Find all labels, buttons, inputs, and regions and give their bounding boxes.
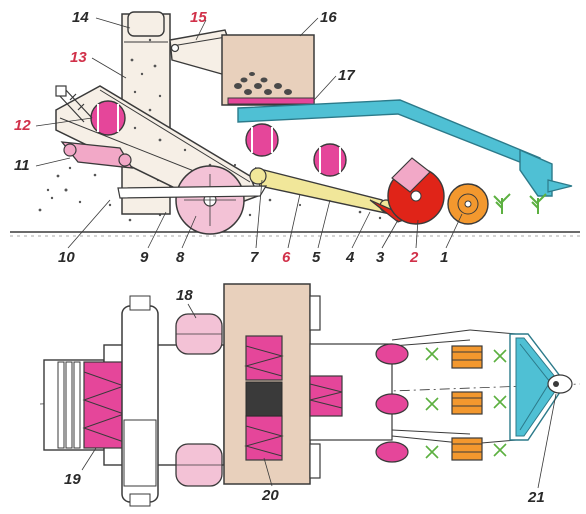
label-21: 21: [527, 489, 545, 506]
top-view-labels: 18 19 20 21: [64, 287, 545, 506]
label-18: 18: [176, 287, 193, 304]
side-view: 1 2 3 4 5 6 7 8 9 10 11 12 13 14 15 16 1…: [10, 9, 580, 266]
label-1: 1: [440, 249, 448, 266]
top-view: 18 19 20 21: [39, 283, 581, 507]
label-9: 9: [140, 249, 149, 266]
ground-surface: [10, 231, 580, 237]
label-13: 13: [70, 49, 87, 66]
label-17: 17: [338, 67, 355, 84]
green-seedling-icon: [529, 193, 547, 214]
frame-bar: [117, 185, 268, 199]
hitch-frame-top: [509, 333, 573, 441]
lattice-arm: [55, 85, 93, 123]
crop-plants: [493, 193, 547, 214]
hitch-drawbar: [237, 99, 573, 197]
label-10: 10: [58, 249, 75, 266]
main-wheel: [175, 165, 245, 235]
label-2: 2: [409, 249, 419, 266]
label-8: 8: [176, 249, 185, 266]
label-16: 16: [320, 9, 337, 26]
label-14: 14: [72, 9, 89, 26]
label-11: 11: [14, 157, 30, 174]
green-seedling-icon: [425, 347, 439, 361]
track-unit: [121, 295, 159, 507]
top-view-leaders: [81, 303, 557, 489]
side-view-leaders: [35, 17, 463, 249]
side-view-labels: 1 2 3 4 5 6 7 8 9 10 11 12 13 14 15 16 1…: [14, 9, 448, 266]
green-seedling-icon: [425, 397, 439, 411]
label-7: 7: [250, 249, 259, 266]
red-disc: [387, 157, 445, 225]
hopper: [221, 34, 315, 106]
rear-rollers: [57, 361, 126, 449]
label-20: 20: [261, 487, 279, 504]
label-6: 6: [282, 249, 291, 266]
pink-separator: [60, 141, 134, 169]
label-4: 4: [345, 249, 355, 266]
crop-plants-top: [425, 347, 507, 459]
front-rollers: [375, 343, 409, 463]
green-seedling-icon: [493, 443, 507, 457]
label-12: 12: [14, 117, 31, 134]
label-19: 19: [64, 471, 81, 488]
label-3: 3: [376, 249, 385, 266]
pink-roller-mid: [245, 123, 279, 157]
pink-conveyors-top: [244, 335, 343, 461]
label-5: 5: [312, 249, 321, 266]
green-seedling-icon: [493, 193, 511, 214]
label-15: 15: [190, 9, 207, 26]
orange-units: [451, 345, 483, 461]
wheel-bottom: [175, 443, 223, 487]
green-seedling-icon: [493, 349, 507, 363]
pink-roller-front: [313, 143, 347, 177]
pink-roller-top: [90, 100, 126, 136]
orange-disc: [447, 183, 489, 225]
green-seedling-icon: [493, 395, 507, 409]
wheel-18: [175, 313, 223, 355]
hopper-floor-conveyor: [227, 97, 315, 105]
green-seedling-icon: [425, 445, 439, 459]
